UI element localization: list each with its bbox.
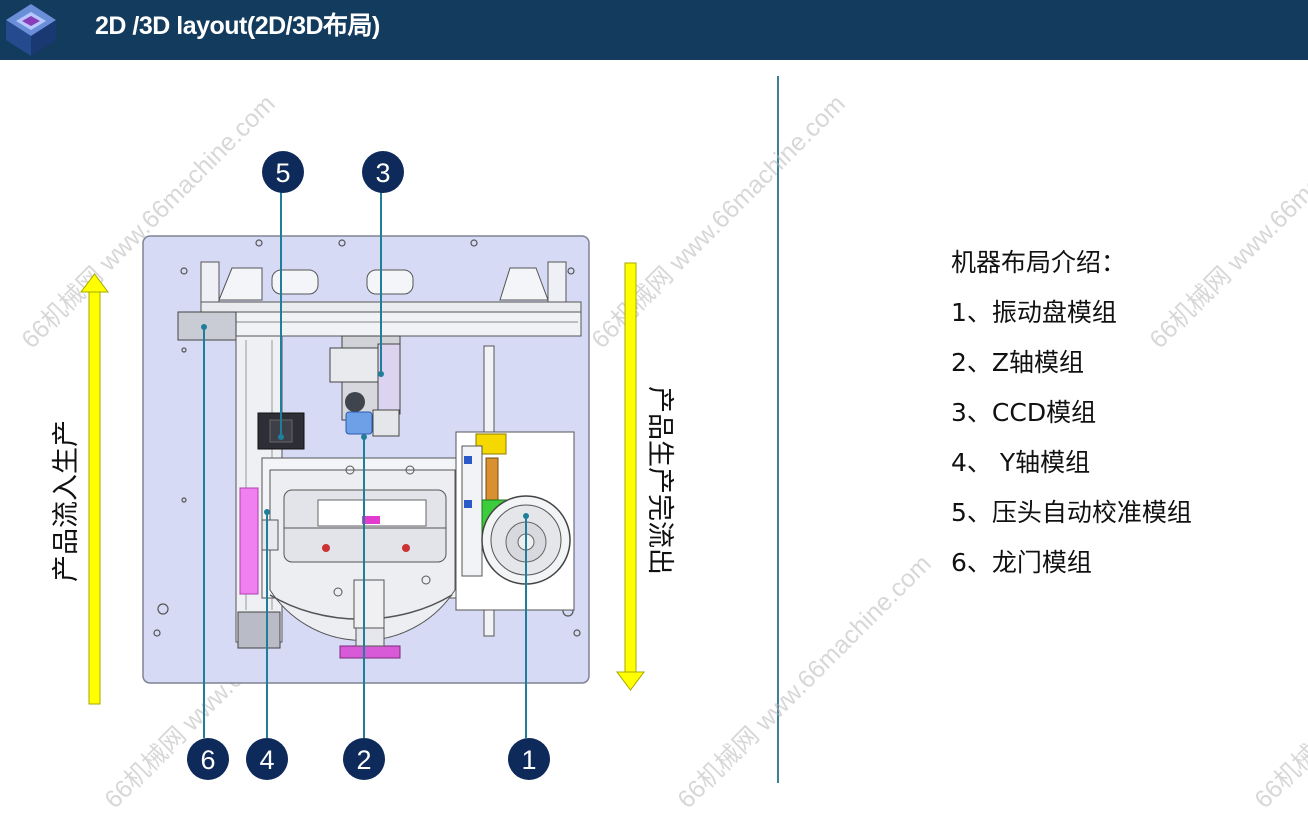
intro-item: 1、振动盘模组 [951,298,1117,327]
section-divider [777,76,779,783]
intro-heading: 机器布局介绍： [951,248,1127,277]
intro-item: 2、Z轴模组 [951,348,1085,377]
badge-6: 6 [187,738,229,780]
badge-2: 2 [343,738,385,780]
badge-5: 5 [262,151,304,193]
badge-1: 1 [508,738,550,780]
intro-item: 6、龙门模组 [951,548,1092,577]
header-bar: 2D /3D layout(2D/3D布局) [0,0,1308,60]
layout-intro: 机器布局介绍： 1、振动盘模组 2、Z轴模组 3、CCD模组 4、 Y轴模组 5… [951,243,1192,593]
badge-3: 3 [362,151,404,193]
inflow-label: 产品流入生产 [51,420,82,582]
intro-item: 5、压头自动校准模组 [951,498,1192,527]
outflow-arrow [616,262,645,691]
machine-layout-drawing [80,190,645,738]
logo-icon [6,4,56,56]
badge-4: 4 [246,738,288,780]
intro-item: 3、CCD模组 [951,398,1097,427]
page-title: 2D /3D layout(2D/3D布局) [95,12,380,40]
outflow-label: 产品生产完流出 [644,386,675,575]
inflow-arrow [80,273,109,705]
intro-item: 4、 Y轴模组 [951,448,1091,477]
